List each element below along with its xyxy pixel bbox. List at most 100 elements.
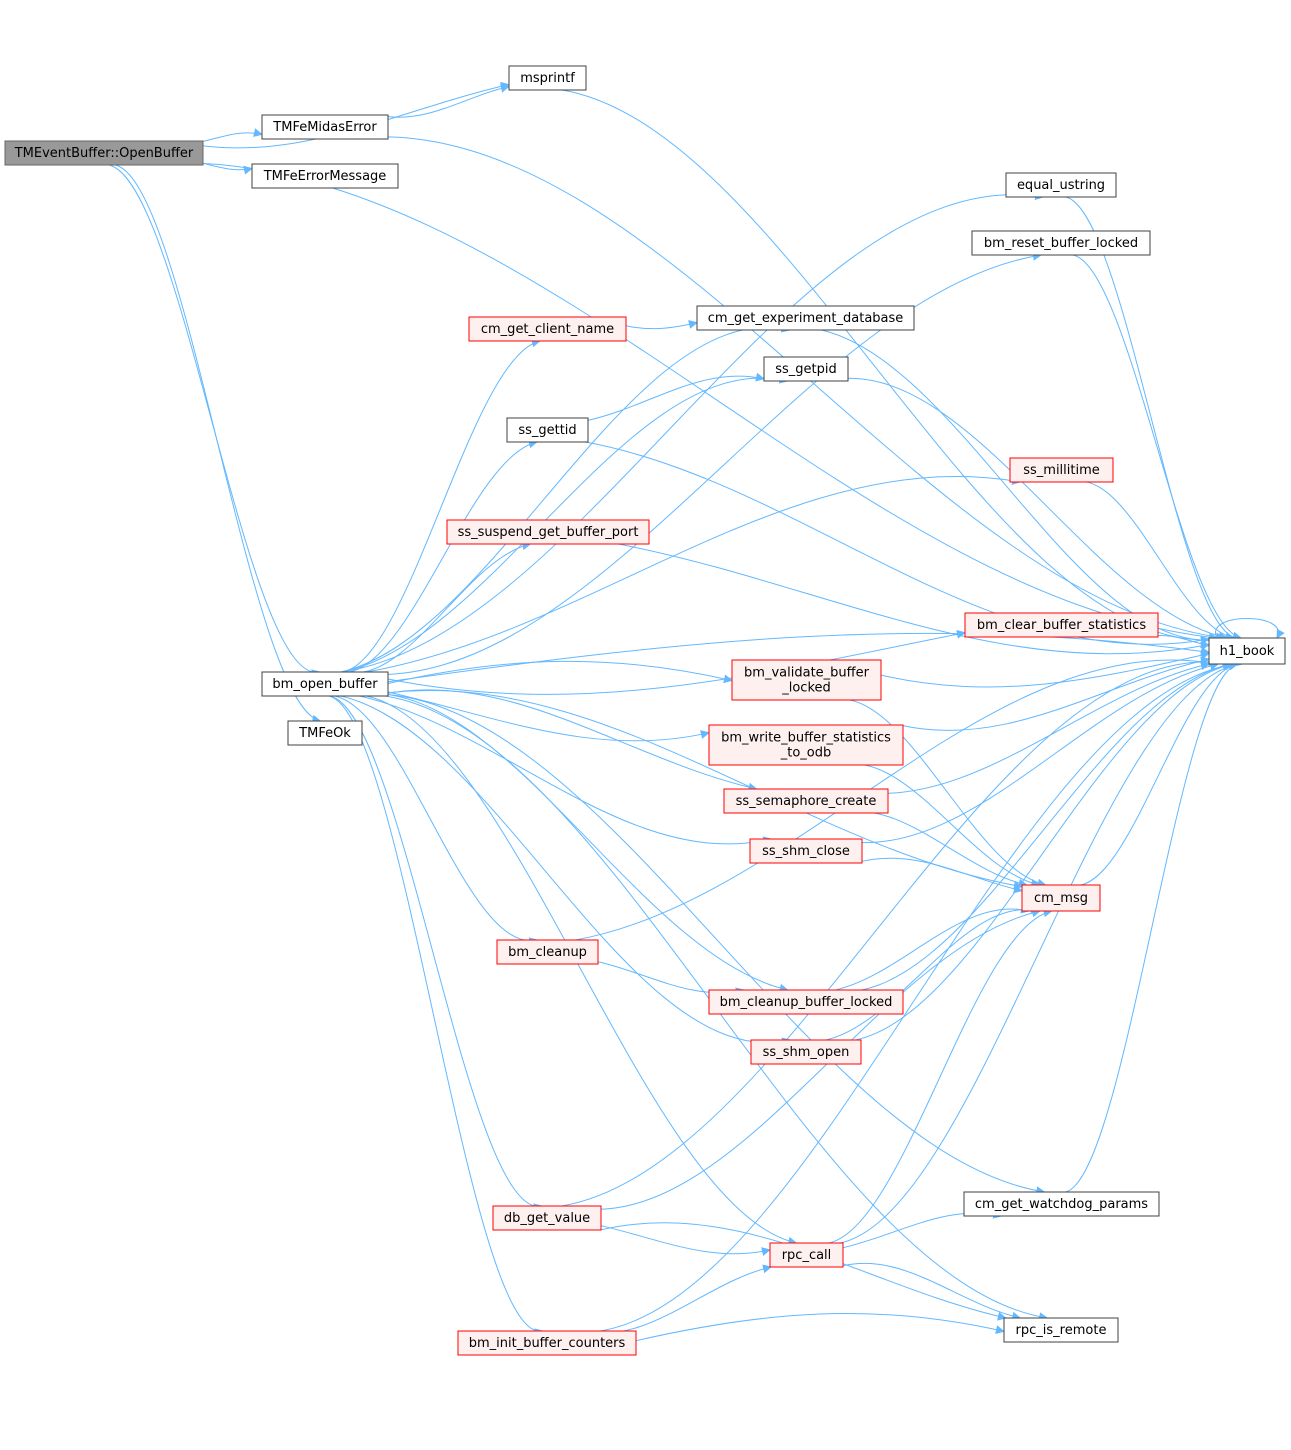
node-equal-ustring[interactable]: equal_ustring [1005,172,1117,198]
edge-db_get_value-to-rpc_call [600,1225,771,1256]
node-errormessage[interactable]: TMFeErrorMessage [251,163,399,189]
edge-group [387,691,710,742]
node-label: msprintf [520,71,575,86]
node-label: ss_semaphore_create [736,794,877,809]
edge-group [202,128,263,142]
edge-bm_cleanup_locked-to-cm_msg [835,904,1030,991]
edge-group [841,661,1210,794]
node-bm-clear[interactable]: bm_clear_buffer_statistics [964,612,1159,638]
edge-midaserror-to-h1_book [346,136,1225,642]
edge-group [108,164,321,679]
edge-group [343,374,789,673]
node-h1-book[interactable]: h1_book [1208,637,1286,665]
edge-bm_open_buffer-to-bm_init [328,695,544,1338]
node-box [769,1242,844,1268]
node-bm-reset[interactable]: bm_reset_buffer_locked [971,230,1151,256]
node-label: TMFeErrorMessage [263,169,387,184]
nodes-layer: TMEventBuffer::OpenBuffer msprintfTMFeMid… [4,65,1286,1356]
node-box [723,788,889,814]
node-rpc-is-remote[interactable]: rpc_is_remote [1003,1317,1119,1343]
node-cm-msg[interactable]: cm_msg [1021,884,1101,912]
edge-group [821,329,1231,645]
edge-bm_init-to-rpc_call [582,1264,772,1334]
edge-bm_open_buffer-to-bm_clear [387,629,966,695]
node-box [4,140,204,166]
node-ss-shm-close[interactable]: ss_shm_close [749,838,863,864]
edge-bm_init-to-rpc_is_remote [635,1313,1005,1342]
node-bm-init[interactable]: bm_init_buffer_counters [457,1330,637,1356]
edge-bm_open_buffer-to-cm_get_client_name [332,338,541,673]
edge-bm_validate-to-h1_book [880,650,1210,688]
node-cm-get-exp-db[interactable]: cm_get_experiment_database [696,305,915,331]
node-bm-cleanup[interactable]: bm_cleanup [496,939,599,965]
node-ss-sem[interactable]: ss_semaphore_create [723,788,889,814]
node-box [1208,637,1286,665]
node-midaserror[interactable]: TMFeMidasError [261,114,389,140]
edge-group [379,83,510,118]
edge-group [618,543,1210,655]
node-ss-getpid[interactable]: ss_getpid [763,356,849,382]
node-box [696,305,915,331]
edge-group [559,660,1235,1334]
node-db-get-value[interactable]: db_get_value [492,1205,602,1231]
node-ss-millitime[interactable]: ss_millitime [1009,457,1114,483]
node-label: bm_open_buffer [272,677,378,692]
edge-group [600,1225,771,1256]
edge-bm_open_buffer-to-h1_book [387,632,1210,683]
edge-ss_gettid-to-ss_getpid [587,372,765,421]
edge-cm_get_client_name-to-cm_get_exp_db [625,320,698,330]
edge-group [332,338,541,673]
node-openbuffer[interactable]: TMEventBuffer::OpenBuffer [4,140,204,166]
node-ss-gettid[interactable]: ss_gettid [506,417,589,443]
node-label: TMFeMidasError [272,120,377,135]
node-rpc-call[interactable]: rpc_call [769,1242,844,1268]
edge-group [1070,661,1239,886]
node-label: cm_get_client_name [481,322,614,337]
node-box [261,671,389,697]
edge-group [342,541,532,674]
node-msprintf[interactable]: msprintf [508,65,587,91]
node-label: bm_reset_buffer_locked [984,236,1138,251]
edge-bm_open_buffer-to-ss_getpid [343,374,789,673]
edge-group [1066,254,1242,641]
edge-group [346,136,1225,642]
edge-group [341,693,1046,1196]
node-bm-write[interactable]: bm_write_buffer_statistics_to_odb [708,724,904,766]
edge-ss_suspend-to-h1_book [618,543,1210,655]
node-label: h1_book [1220,644,1275,659]
edge-rpc_call-to-cm_msg [814,908,1053,1245]
node-cm-get-client-name[interactable]: cm_get_client_name [468,316,627,342]
node-box [763,356,849,382]
edge-bm_open_buffer-to-equal_ustring [342,191,1045,673]
node-label: bm_init_buffer_counters [469,1336,626,1351]
edge-ss_shm_close-to-cm_msg [861,857,1023,894]
node-label: ss_gettid [518,423,576,438]
edge-ss_sem-to-cm_msg [837,810,1028,888]
node-ss-suspend[interactable]: ss_suspend_get_buffer_port [446,519,650,545]
edge-bm_open_buffer-to-ss_shm_close [359,695,773,846]
node-cm-get-watchdog[interactable]: cm_get_watchdog_params [963,1191,1160,1217]
edge-group [832,661,1220,844]
node-box [506,417,589,443]
node-bm-cleanup-locked[interactable]: bm_cleanup_buffer_locked [708,989,904,1015]
edge-bm_open_buffer-to-cm_msg [366,690,1023,890]
node-bm-open-buffer[interactable]: bm_open_buffer [261,671,389,697]
edge-group [340,695,792,1047]
edge-bm_open_buffer-to-ss_sem [374,689,758,792]
edge-openbuffer-to-errormessage [202,162,253,175]
node-box [446,519,650,545]
node-box [1009,457,1114,483]
node-ss-shm-open[interactable]: ss_shm_open [750,1039,862,1065]
edge-group [374,689,758,792]
node-bm-validate[interactable]: bm_validate_buffer_locked [731,659,882,701]
edge-group [625,320,698,330]
edge-rpc_call-to-rpc_is_remote [842,1262,1022,1321]
node-label: ss_getpid [775,362,837,377]
node-label: bm_cleanup [508,945,587,960]
node-tmfeok[interactable]: TMFeOk [287,720,363,746]
edge-ss_getpid-to-h1_book [824,377,1228,641]
edge-group [566,908,1041,1210]
edge-group [842,1262,1022,1321]
edge-cm_get_watchdog-to-h1_book [1065,657,1244,1193]
edge-ss_shm_close-to-h1_book [832,661,1220,844]
